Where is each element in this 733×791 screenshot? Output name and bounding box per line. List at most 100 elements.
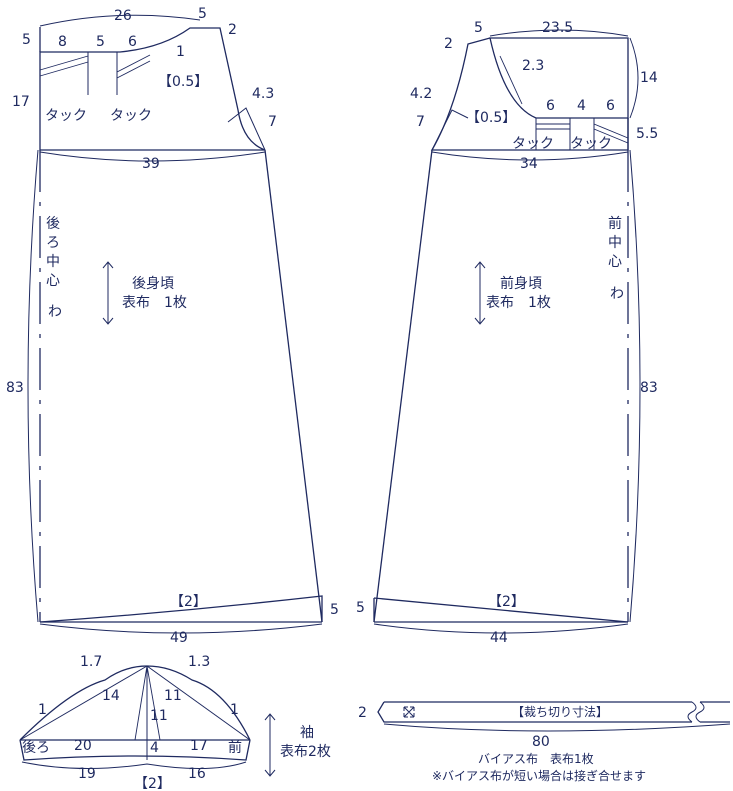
back-armhole-depth: 7 bbox=[268, 114, 277, 130]
sleeve-cap-left-curve: 1.7 bbox=[80, 654, 102, 670]
front-top-width: 23.5 bbox=[542, 20, 573, 36]
back-tuck-gap: 5 bbox=[96, 34, 105, 50]
front-armhole-curve: 4.2 bbox=[410, 86, 432, 102]
back-center-char: 後 bbox=[46, 216, 60, 232]
back-yoke-width: 39 bbox=[142, 156, 160, 172]
sleeve-piece-name: 袖 bbox=[300, 725, 314, 741]
sleeve-back-guide bbox=[19, 665, 148, 741]
front-neck-curve: 2.3 bbox=[522, 58, 544, 74]
back-tuck-second: 6 bbox=[128, 34, 137, 50]
back-tuck-mark bbox=[116, 54, 151, 73]
back-bodice: 26 5 5 2 8 5 6 1 【0.5】 17 タック タック 4.3 7 … bbox=[6, 6, 339, 646]
back-neck-ease: 【0.5】 bbox=[158, 74, 208, 90]
front-hem-width: 44 bbox=[490, 630, 508, 646]
back-tuck-label: タック bbox=[45, 108, 87, 124]
back-top-width: 26 bbox=[114, 8, 132, 24]
sleeve-fabric-count: 表布2枚 bbox=[280, 744, 331, 760]
bias-length-dim bbox=[383, 723, 731, 732]
front-yoke-width: 34 bbox=[520, 156, 538, 172]
back-piece-name: 後身頃 bbox=[132, 276, 174, 292]
front-center-char: 心 bbox=[608, 254, 622, 270]
sleeve-grain-arrows bbox=[264, 713, 276, 777]
front-hem-rise: 5 bbox=[356, 600, 365, 616]
back-hem-width: 49 bbox=[170, 630, 188, 646]
sleeve-bottom-right: 16 bbox=[188, 766, 206, 782]
front-center-char: 前 bbox=[608, 215, 622, 232]
front-hem-curve bbox=[373, 597, 629, 623]
sleeve-left-width: 20 bbox=[74, 738, 92, 754]
back-top-dim bbox=[39, 14, 201, 27]
back-hem-ease: 【2】 bbox=[170, 594, 207, 610]
front-tuck-label: タック bbox=[570, 136, 612, 152]
sleeve-bottom-left: 19 bbox=[78, 766, 96, 782]
sleeve-right-edge: 1 bbox=[230, 702, 239, 718]
bias-break-1 bbox=[687, 701, 697, 723]
front-fold-label: わ bbox=[610, 286, 624, 302]
back-fabric-count: 表布 1枚 bbox=[122, 295, 187, 311]
back-hem-rise: 5 bbox=[330, 602, 339, 618]
front-length-dim bbox=[629, 149, 641, 623]
back-shoulder-left: 5 bbox=[22, 32, 31, 48]
front-bodice-outline bbox=[489, 37, 629, 119]
bias-width: 2 bbox=[358, 705, 367, 721]
back-neck-small: 1 bbox=[176, 44, 185, 60]
sleeve-center-height: 11 bbox=[150, 708, 168, 724]
front-yoke-dim bbox=[431, 151, 629, 161]
front-side-dim bbox=[629, 37, 639, 119]
front-tuck-mark bbox=[593, 128, 629, 144]
sleeve-bottom-dim bbox=[21, 761, 247, 770]
front-top-dim bbox=[489, 29, 629, 37]
sleeve-right-width: 17 bbox=[190, 738, 208, 754]
sleeve-cap bbox=[19, 665, 251, 741]
back-hem-dim bbox=[39, 623, 323, 634]
front-piece-name: 前身頃 bbox=[500, 275, 542, 292]
back-yoke-depth: 17 bbox=[12, 94, 30, 110]
front-hem-dim bbox=[373, 623, 629, 634]
back-neck-rise: 5 bbox=[198, 6, 207, 22]
sleeve-bottom-ease: 【2】 bbox=[134, 776, 171, 791]
bias-cut-note: 【裁ち切り寸法】 bbox=[512, 705, 608, 719]
front-side-depth: 14 bbox=[640, 70, 658, 86]
back-grain-arrows bbox=[102, 261, 114, 325]
front-armhole-guide bbox=[431, 109, 469, 151]
sleeve-left-cap: 14 bbox=[102, 688, 120, 704]
back-center-char: 中 bbox=[46, 254, 60, 270]
bias-strip: 2 【裁ち切り寸法】 80 バイアス布 表布1枚 ※バイアス布が短い場合は接ぎ合… bbox=[358, 701, 731, 783]
bias-break-2 bbox=[695, 701, 705, 723]
back-yoke-dim bbox=[39, 151, 266, 162]
bias-grain-icon bbox=[403, 706, 415, 718]
back-bodice-outline bbox=[39, 27, 266, 151]
sleeve-mark bbox=[134, 665, 148, 741]
back-tuck-label: タック bbox=[110, 108, 152, 124]
back-armhole-guide bbox=[227, 107, 266, 151]
back-shoulder-end: 2 bbox=[228, 22, 237, 38]
front-tuck-second: 6 bbox=[606, 98, 615, 114]
back-tuck-mark bbox=[39, 55, 89, 71]
bias-piece-name: バイアス布 表布1枚 bbox=[478, 751, 594, 766]
front-hem-ease: 【2】 bbox=[488, 594, 525, 610]
bias-note: ※バイアス布が短い場合は接ぎ合せます bbox=[432, 768, 646, 783]
back-tuck-mark bbox=[116, 60, 151, 79]
front-tuck-label: タック bbox=[512, 136, 554, 152]
front-tuck-mark bbox=[593, 123, 629, 139]
sleeve: 1.7 1.3 14 11 1 1 11 後ろ 20 4 17 前 19 【2】… bbox=[19, 654, 331, 791]
back-hem-curve bbox=[39, 595, 323, 623]
front-fabric-count: 表布 1枚 bbox=[486, 295, 551, 311]
back-center-char: 心 bbox=[46, 273, 60, 289]
front-length: 83 bbox=[640, 380, 658, 396]
bias-left-end bbox=[377, 701, 692, 723]
front-shoulder-left: 2 bbox=[444, 36, 453, 52]
front-grain-arrows bbox=[474, 261, 486, 325]
sleeve-hem bbox=[19, 739, 251, 761]
front-tuck-first: 6 bbox=[546, 98, 555, 114]
bias-length: 80 bbox=[532, 734, 550, 750]
front-neck-rise: 5 bbox=[474, 20, 483, 36]
front-side-seam bbox=[373, 149, 433, 623]
sleeve-mark bbox=[146, 665, 161, 741]
front-tuck-gap: 4 bbox=[577, 98, 586, 114]
sleeve-right-cap: 11 bbox=[164, 688, 182, 704]
back-center-char: ろ bbox=[46, 235, 60, 251]
front-tuck-end: 5.5 bbox=[636, 126, 658, 142]
front-neck-mark bbox=[499, 55, 523, 105]
